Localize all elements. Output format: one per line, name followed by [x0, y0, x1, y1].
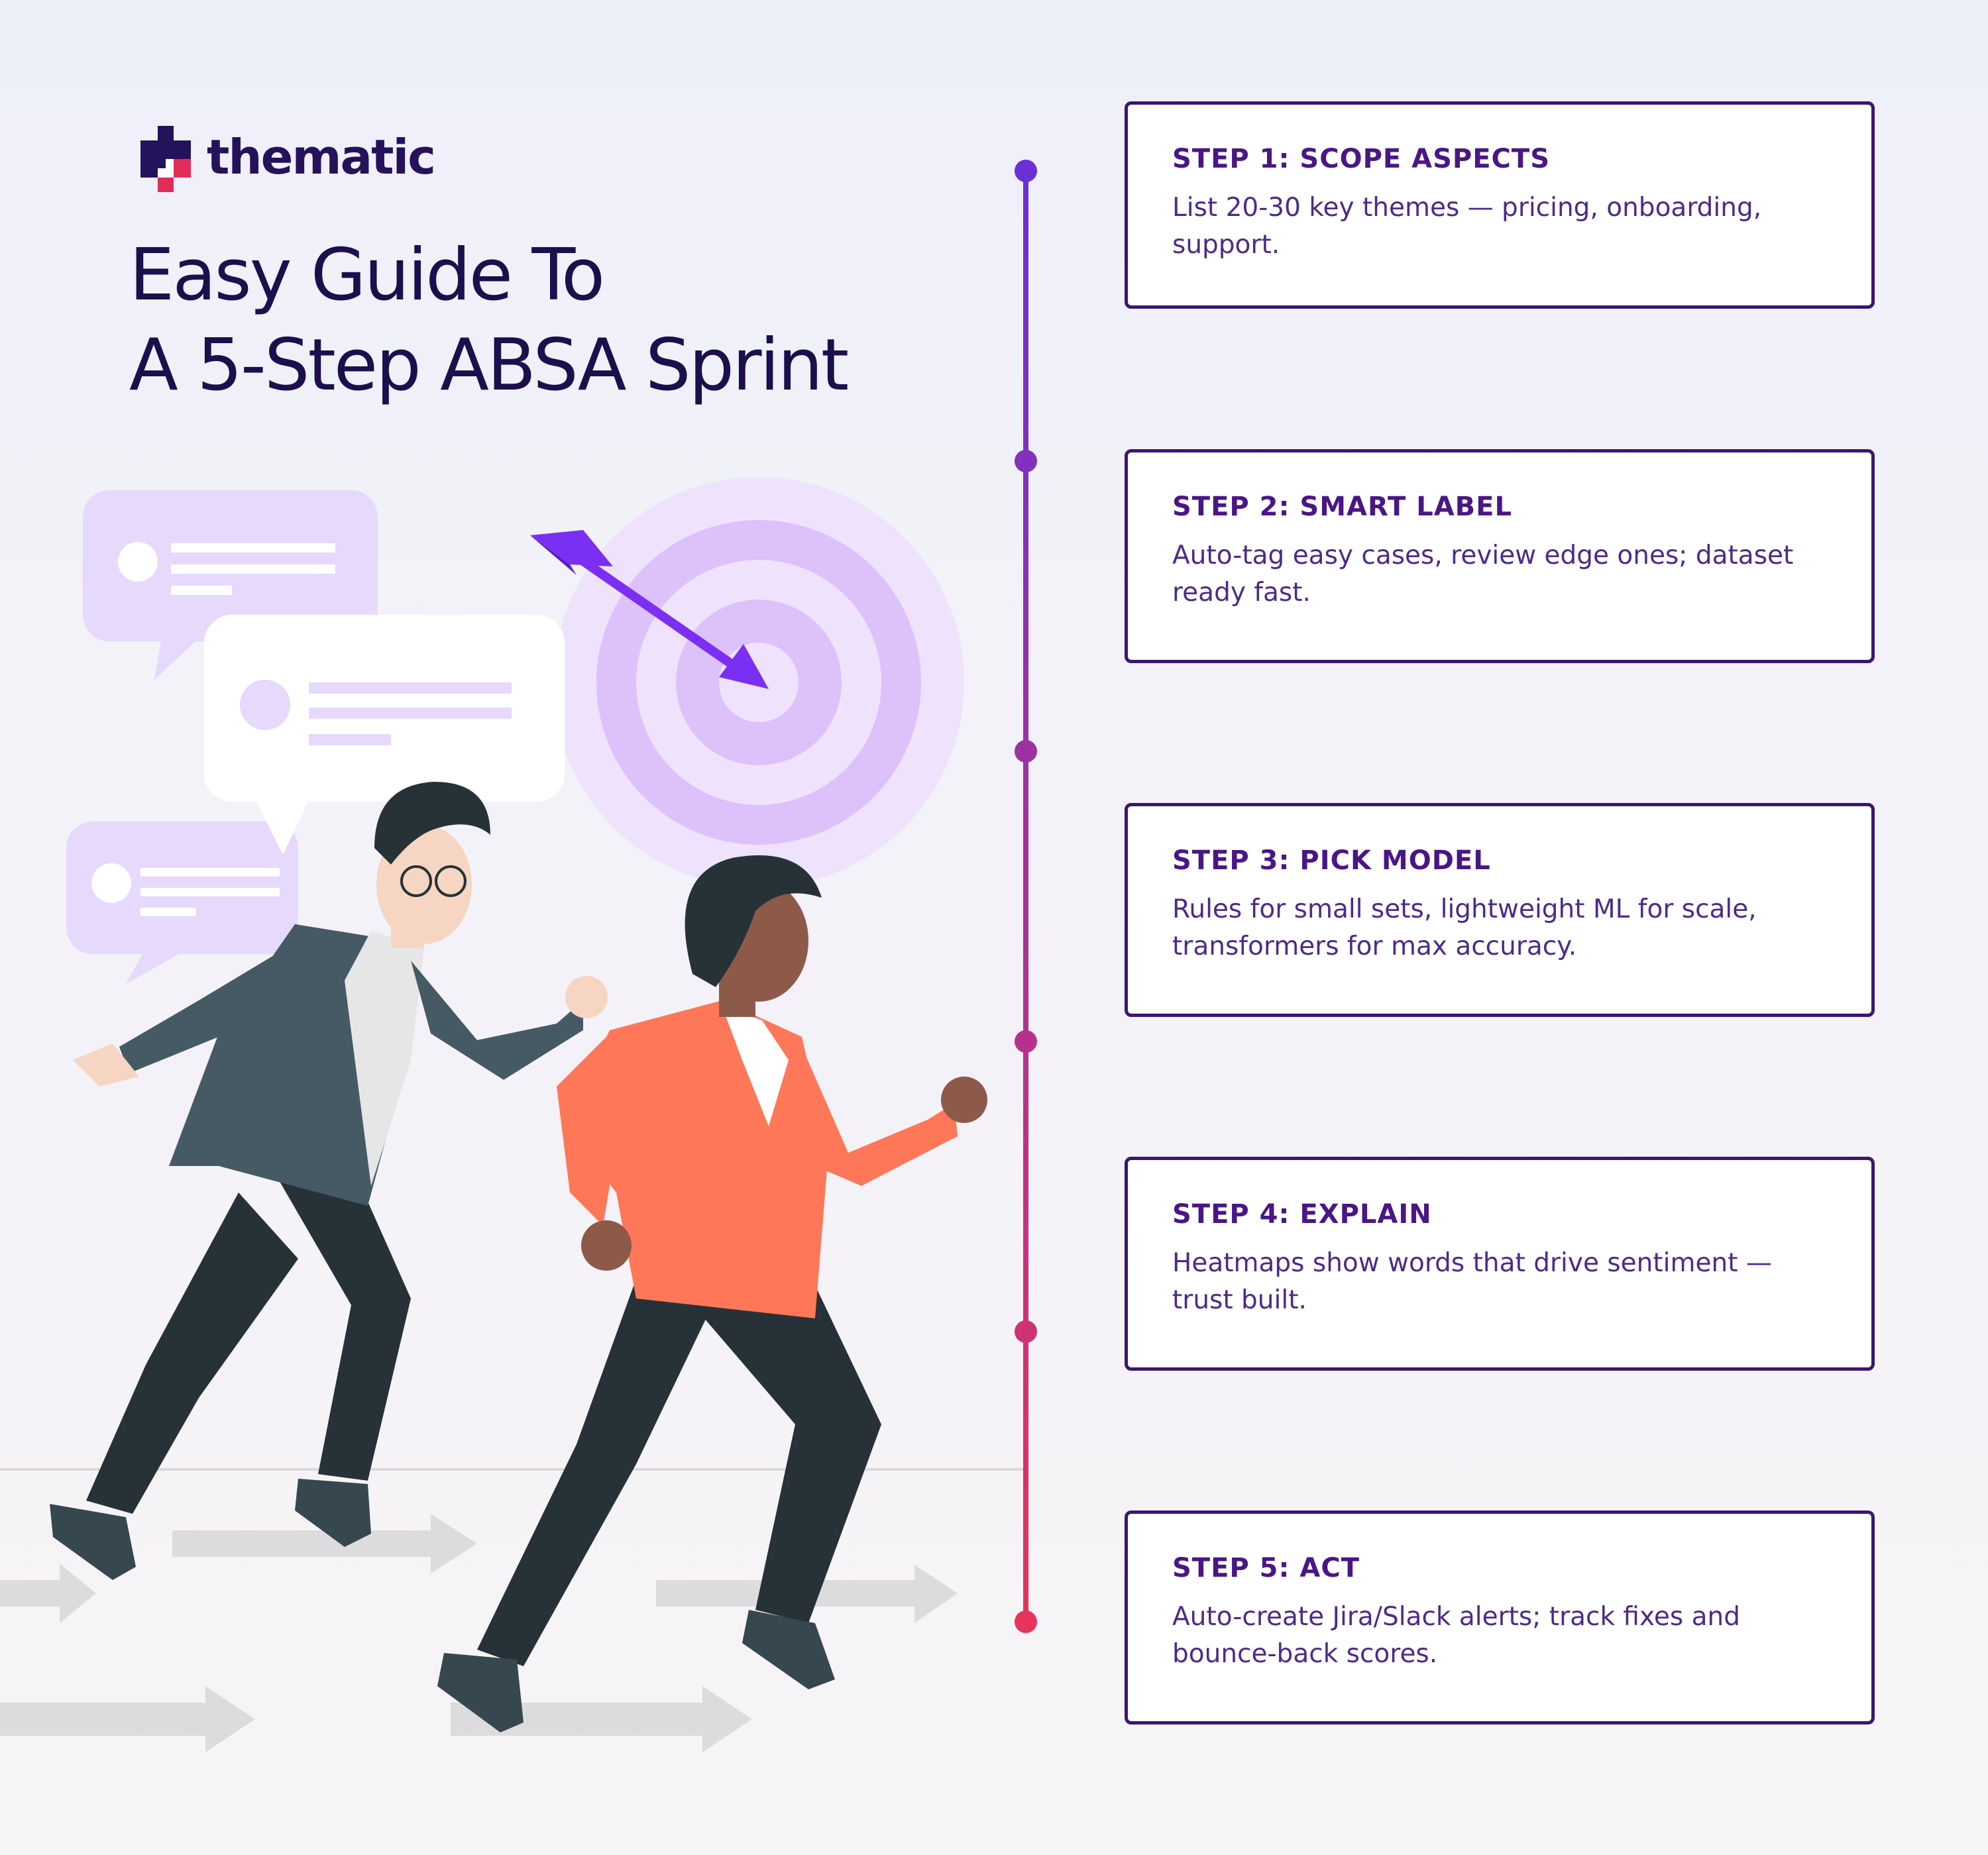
step-title: STEP 5: ACT	[1172, 1553, 1360, 1583]
timeline-dot	[1015, 160, 1037, 182]
step-card-4: STEP 4: EXPLAIN Heatmaps show words that…	[1125, 1157, 1875, 1371]
step-title: STEP 1: SCOPE ASPECTS	[1172, 144, 1551, 174]
step-title: STEP 3: PICK MODEL	[1172, 845, 1491, 876]
timeline-dot	[1015, 1320, 1037, 1343]
title-line-2: A 5-Step ABSA Sprint	[129, 324, 849, 407]
step-title: STEP 2: SMART LABEL	[1172, 492, 1512, 522]
step-description: Auto-tag easy cases, review edge ones; d…	[1172, 541, 1794, 608]
step-card-5: STEP 5: ACT Auto-create Jira/Slack alert…	[1125, 1510, 1875, 1724]
step-card-2: STEP 2: SMART LABEL Auto-tag easy cases,…	[1125, 449, 1875, 663]
page-title: Easy Guide To A 5-Step ABSA Sprint	[129, 231, 924, 411]
timeline-dot	[1015, 450, 1037, 472]
title-line-1: Easy Guide To	[129, 234, 605, 317]
target-icon	[553, 477, 964, 888]
timeline	[1015, 160, 1037, 1633]
arrow-icon	[530, 530, 769, 689]
step-title: STEP 4: EXPLAIN	[1172, 1199, 1432, 1230]
brand-name: thematic	[207, 129, 436, 185]
brand-logo: thematic	[133, 126, 451, 199]
step-description: Heatmaps show words that drive sentiment…	[1172, 1248, 1772, 1315]
timeline-dot	[1015, 740, 1037, 763]
step-description: Rules for small sets, lightweight ML for…	[1172, 894, 1757, 961]
timeline-line	[1023, 171, 1028, 1628]
ground-arrow-icon	[0, 1514, 958, 1752]
runner-woman	[437, 855, 987, 1732]
step-card-1: STEP 1: SCOPE ASPECTS List 20-30 key the…	[1125, 101, 1875, 309]
timeline-dot	[1015, 1611, 1037, 1633]
step-description: List 20-30 key themes — pricing, onboard…	[1172, 193, 1762, 260]
illustration	[0, 477, 1027, 1752]
step-description: Auto-create Jira/Slack alerts; track fix…	[1172, 1602, 1740, 1669]
timeline-dot	[1015, 1030, 1037, 1053]
thematic-logo-icon	[140, 126, 191, 192]
step-card-3: STEP 3: PICK MODEL Rules for small sets,…	[1125, 803, 1875, 1017]
chat-bubble-icon	[66, 822, 298, 984]
runner-man	[50, 782, 608, 1580]
